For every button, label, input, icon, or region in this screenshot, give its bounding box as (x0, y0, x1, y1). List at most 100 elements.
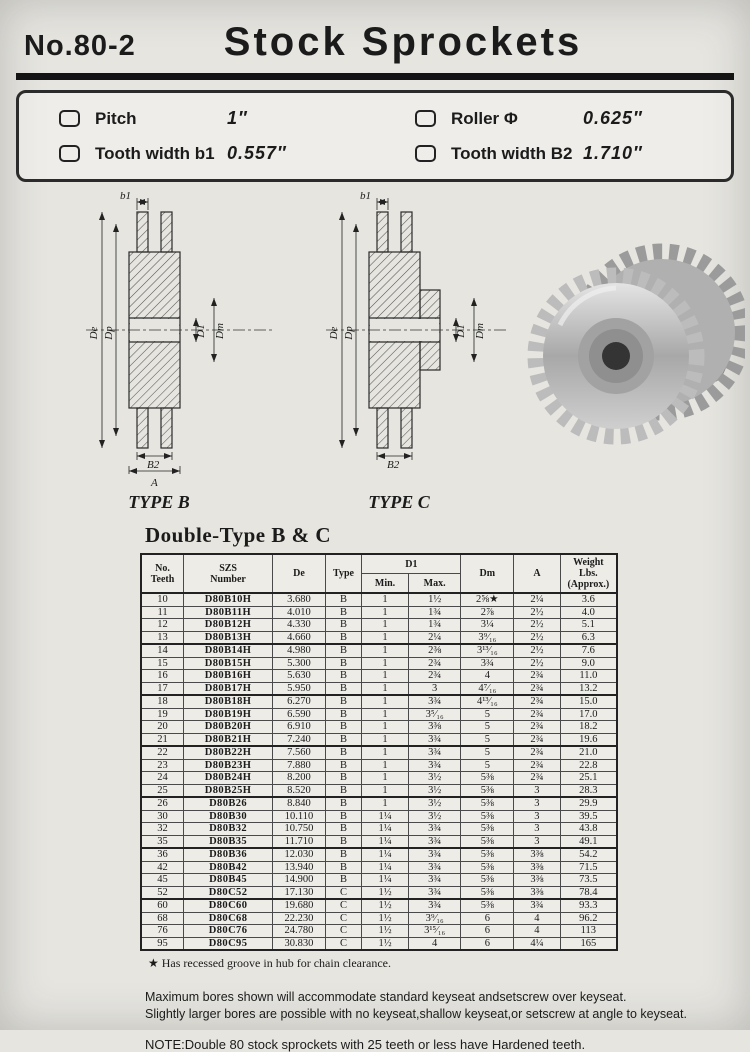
cell-szs-number: D80C95 (183, 936, 274, 951)
cell-type: B (324, 847, 363, 862)
cell-weight: 113 (559, 924, 618, 938)
cell-weight: 13.2 (559, 681, 618, 696)
cell-d1-min: 1 (361, 783, 409, 798)
cell-d1-max: 3¾ (407, 694, 462, 709)
cell-dm: 5⅜ (460, 796, 515, 811)
cell-a: 4 (513, 911, 561, 925)
cell-d1-max: 1½ (407, 592, 462, 607)
cell-szs-number: D80B11H (183, 605, 274, 619)
cell-d1-min: 1½ (361, 898, 409, 913)
cell-d1-min: 1¼ (361, 860, 409, 874)
cell-d1-max: 2⅜ (407, 643, 462, 658)
cell-de: 13.940 (272, 860, 326, 874)
cell-weight: 71.5 (559, 860, 618, 874)
cell-d1-max: 3¾ (407, 898, 462, 913)
cell-type: B (324, 783, 363, 798)
cell-de: 8.840 (272, 796, 326, 811)
cell-weight: 25.1 (559, 771, 618, 785)
dim-label-dp: Dp (343, 326, 355, 341)
cell-d1-min: 1 (361, 618, 409, 632)
cell-d1-max: 3½ (407, 783, 462, 798)
cell-d1-max: 3¾ (407, 758, 462, 772)
cell-szs-number: D80B17H (183, 681, 274, 696)
dim-label-b1: b1 (120, 190, 131, 202)
cell-dm: 5⅜ (460, 898, 515, 913)
cell-de: 14.900 (272, 873, 326, 887)
dim-label-de: De (88, 326, 100, 340)
cell-teeth: 25 (140, 783, 185, 798)
cell-szs-number: D80B14H (183, 643, 274, 658)
cell-szs-number: D80B10H (183, 592, 274, 607)
cell-de: 7.240 (272, 732, 326, 747)
header-a: A (513, 553, 561, 594)
cell-type: C (324, 911, 363, 925)
cell-de: 4.010 (272, 605, 326, 619)
cell-d1-min: 1 (361, 669, 409, 683)
dim-label-dm: Dm (214, 323, 226, 340)
cell-d1-max: 2¼ (407, 630, 462, 645)
cell-szs-number: D80B26 (183, 796, 274, 811)
cell-dm: 5⅜ (460, 860, 515, 874)
cell-type: B (324, 822, 363, 836)
sprocket-photo-block (520, 230, 750, 470)
spec-roller: Roller Φ 0.625″ (375, 101, 731, 136)
spec-label: Tooth width B2 (451, 143, 573, 163)
dim-label-b2: B2 (147, 459, 160, 471)
header-dm: Dm (460, 553, 515, 594)
header-teeth: No. Teeth (140, 553, 185, 594)
cell-teeth: 14 (140, 643, 185, 658)
cell-type: B (324, 605, 363, 619)
header-de: De (272, 553, 326, 594)
dim-label-b2: B2 (387, 459, 400, 471)
cell-weight: 22.8 (559, 758, 618, 772)
cell-de: 6.590 (272, 707, 326, 721)
cell-d1-min: 1½ (361, 885, 409, 900)
cell-teeth: 60 (140, 898, 185, 913)
cell-weight: 15.0 (559, 694, 618, 709)
cell-dm: 4⁷⁄₁₆ (460, 681, 515, 696)
cell-d1-max: 3¾ (407, 732, 462, 747)
cell-weight: 4.0 (559, 605, 618, 619)
cell-szs-number: D80B13H (183, 630, 274, 645)
cell-type: B (324, 707, 363, 721)
cell-teeth: 30 (140, 809, 185, 823)
cell-dm: 2⅝★ (460, 592, 515, 607)
cell-teeth: 45 (140, 873, 185, 887)
cell-de: 30.830 (272, 936, 326, 951)
cell-dm: 3¹³⁄₁₆ (460, 643, 515, 658)
cell-type: B (324, 809, 363, 823)
cell-de: 17.130 (272, 885, 326, 900)
cell-a: 2½ (513, 630, 561, 645)
bore-note-1: Maximum bores shown will accommodate sta… (145, 990, 627, 1004)
cell-d1-min: 1½ (361, 936, 409, 951)
dim-label-d1: D1 (195, 324, 207, 338)
cell-teeth: 35 (140, 834, 185, 849)
cell-d1-max: 3⁹⁄₁₆ (407, 911, 462, 925)
cell-teeth: 18 (140, 694, 185, 709)
star-footnote: ★ Has recessed groove in hub for chain c… (148, 956, 391, 970)
cell-weight: 7.6 (559, 643, 618, 658)
cell-d1-max: 3½ (407, 809, 462, 823)
header-szs-number: SZS Number (183, 553, 274, 594)
cell-a: 2¾ (513, 669, 561, 683)
cell-a: 3⅜ (513, 873, 561, 887)
cell-weight: 73.5 (559, 873, 618, 887)
cell-a: 2¼ (513, 592, 561, 607)
cell-a: 3 (513, 834, 561, 849)
cell-dm: 3⁹⁄₁₆ (460, 630, 515, 645)
cell-d1-max: 3½ (407, 796, 462, 811)
cell-dm: 5 (460, 745, 515, 760)
cell-a: 2½ (513, 656, 561, 670)
cell-type: B (324, 771, 363, 785)
cell-szs-number: D80B36 (183, 847, 274, 862)
cell-d1-min: 1 (361, 745, 409, 760)
